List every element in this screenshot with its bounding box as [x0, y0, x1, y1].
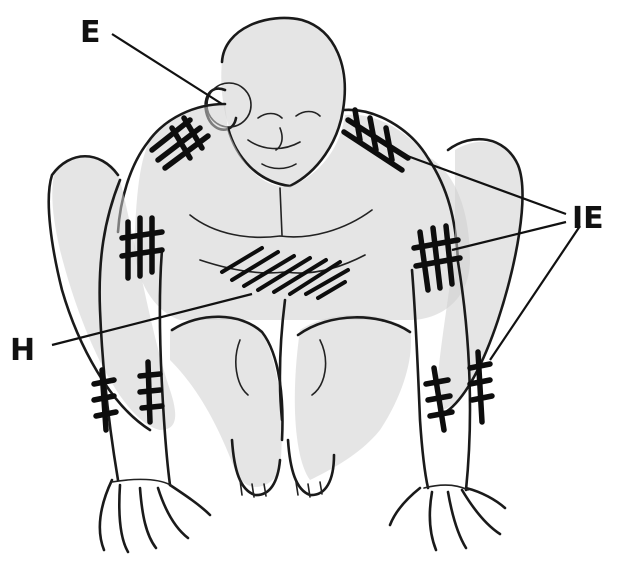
label-E: E [80, 15, 101, 50]
leader-E [112, 34, 222, 104]
label-IE: IE [572, 201, 604, 236]
label-H: H [10, 333, 35, 368]
